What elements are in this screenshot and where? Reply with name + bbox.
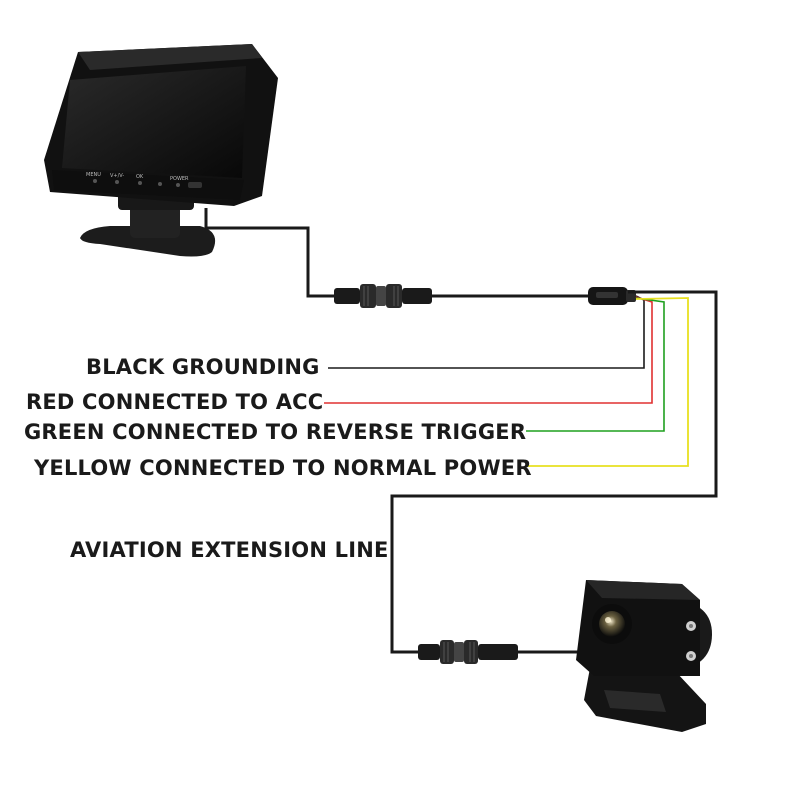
red-wire xyxy=(324,296,653,404)
aviation-extension-line-label: AVIATION EXTENSION LINE xyxy=(70,538,389,562)
backup-camera xyxy=(576,580,712,732)
volume-button-label: V+/V- xyxy=(110,173,124,179)
menu-button-label: MENU xyxy=(86,172,101,178)
power-splitter xyxy=(588,287,636,305)
power-button-label: POWER xyxy=(170,176,189,182)
monitor-buttons: MENU V+/V- OK POWER xyxy=(86,172,202,188)
yellow-wire xyxy=(528,297,689,467)
aviation-connector-2 xyxy=(418,640,518,664)
camera-body xyxy=(576,580,700,676)
aviation-connector-1 xyxy=(334,284,432,308)
monitor-stand-base xyxy=(80,226,216,257)
monitor-screen xyxy=(62,66,246,178)
black-grounding-label: BLACK GROUNDING xyxy=(86,355,320,379)
green-reverse-trigger-label: GREEN CONNECTED TO REVERSE TRIGGER xyxy=(24,420,527,444)
yellow-normal-power-label: YELLOW CONNECTED TO NORMAL POWER xyxy=(34,456,532,480)
red-acc-label: RED CONNECTED TO ACC xyxy=(26,390,324,414)
aviation-extension-line xyxy=(390,290,718,654)
green-wire xyxy=(526,297,665,432)
monitor: MENU V+/V- OK POWER xyxy=(44,44,278,257)
power-wires xyxy=(324,295,689,467)
ok-button-label: OK xyxy=(136,174,144,180)
monitor-cable xyxy=(204,208,336,298)
